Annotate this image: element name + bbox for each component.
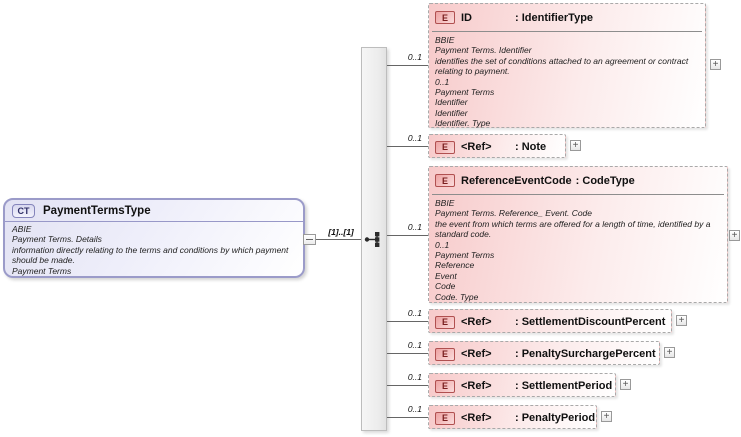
connector-line: [387, 417, 428, 418]
element-annotation: BBIE Payment Terms. Identifier identifie…: [429, 32, 705, 129]
complex-type-title: PaymentTermsType: [43, 205, 151, 217]
element-box-note[interactable]: E <Ref> : Note: [428, 134, 566, 158]
annotation-line: ABIE: [12, 224, 32, 234]
connector-line: [387, 353, 428, 354]
expand-icon[interactable]: +: [710, 59, 721, 70]
element-box-id[interactable]: E ID : IdentifierType BBIE Payment Terms…: [428, 3, 706, 128]
annotation-line: 0..1: [435, 76, 450, 87]
element-type: : SettlementDiscountPercent: [515, 316, 666, 328]
annotation-line: Identifier: [435, 97, 468, 108]
element-type: : PenaltyPeriod: [515, 412, 596, 424]
expand-icon[interactable]: +: [601, 411, 612, 422]
connector-line: [387, 146, 428, 147]
annotation-line: Event: [435, 270, 457, 281]
element-box-settlementperiod[interactable]: E <Ref> : SettlementPeriod: [428, 373, 616, 397]
annotation-line: Payment Terms. Reference_ Event. Code: [435, 208, 593, 219]
element-badge: E: [435, 11, 455, 24]
element-annotation: BBIE Payment Terms. Reference_ Event. Co…: [429, 195, 727, 302]
element-badge: E: [435, 347, 455, 361]
annotation-line: information directly relating to the ter…: [12, 244, 289, 266]
annotation-line: Reference: [435, 260, 475, 271]
element-name: <Ref>: [461, 412, 492, 424]
connector-line: [387, 235, 428, 236]
connector-line: [316, 239, 361, 240]
element-badge: E: [435, 174, 455, 187]
element-badge: E: [435, 140, 455, 154]
sequence-icon[interactable]: [364, 231, 385, 248]
annotation-line: Payment Terms: [435, 250, 495, 261]
annotation-line: Code: [435, 281, 456, 292]
element-type: : IdentifierType: [515, 11, 594, 24]
element-header: E <Ref> : SettlementPeriod: [429, 374, 615, 398]
element-name: ReferenceEventCode: [461, 174, 572, 187]
connector-line: [387, 65, 428, 66]
cardinality-label: 0..1: [407, 404, 422, 414]
annotation-line: Payment Terms: [435, 87, 495, 98]
complex-type-badge: CT: [12, 204, 35, 218]
element-type: : SettlementPeriod: [515, 380, 613, 392]
element-box-penaltysurchargepercent[interactable]: E <Ref> : PenaltySurchargePercent: [428, 341, 660, 365]
connector-line: [387, 385, 428, 386]
element-type: : PenaltySurchargePercent: [515, 348, 656, 360]
element-badge: E: [435, 315, 455, 329]
cardinality-label: 0..1: [407, 52, 422, 62]
element-type: : CodeType: [575, 174, 635, 187]
separator-line: [5, 221, 303, 222]
element-name: <Ref>: [461, 380, 492, 392]
complex-type-box-paymenttermstype[interactable]: CT PaymentTermsType ABIE Payment Terms. …: [3, 198, 305, 278]
element-badge: E: [435, 379, 455, 393]
element-name: ID: [461, 11, 472, 24]
element-name: <Ref>: [461, 348, 492, 360]
cardinality-label: 0..1: [407, 308, 422, 318]
element-header: E ID : IdentifierType: [429, 4, 705, 31]
connector-line: [387, 321, 428, 322]
annotation-line: Payment Terms. Details: [12, 234, 102, 245]
minus-glyph: [306, 239, 313, 240]
annotation-line: Payment Terms. Identifier: [435, 45, 532, 56]
expand-icon[interactable]: +: [620, 379, 631, 390]
element-header: E <Ref> : PenaltyPeriod: [429, 406, 596, 430]
element-header: E <Ref> : PenaltySurchargePercent: [429, 342, 659, 366]
expand-icon[interactable]: +: [570, 140, 581, 151]
element-box-settlementdiscountpercent[interactable]: E <Ref> : SettlementDiscountPercent: [428, 309, 672, 333]
element-box-penaltyperiod[interactable]: E <Ref> : PenaltyPeriod: [428, 405, 597, 429]
complex-type-header: CT PaymentTermsType: [5, 200, 303, 219]
element-header: E ReferenceEventCode : CodeType: [429, 167, 727, 194]
annotation-line: Payment Terms: [12, 265, 72, 276]
cardinality-label: 0..1: [407, 133, 422, 143]
element-badge: E: [435, 411, 455, 425]
cardinality-label: [1]..[1]: [328, 227, 354, 237]
element-header: E <Ref> : SettlementDiscountPercent: [429, 310, 671, 334]
annotation-line: Code. Type: [435, 291, 479, 302]
element-name: <Ref>: [461, 141, 492, 153]
expand-icon[interactable]: +: [676, 315, 687, 326]
cardinality-label: 0..1: [407, 340, 422, 350]
cardinality-label: 0..1: [407, 372, 422, 382]
element-box-referenceeventcode[interactable]: E ReferenceEventCode : CodeType BBIE Pay…: [428, 166, 728, 303]
annotation-line: BBIE: [435, 198, 455, 208]
annotation-line: identifies the set of conditions attache…: [435, 55, 689, 77]
expand-icon[interactable]: +: [729, 230, 740, 241]
element-type: : Note: [515, 141, 547, 153]
annotation-line: 0..1: [435, 239, 450, 250]
complex-type-annotation: ABIE Payment Terms. Details information …: [5, 224, 303, 276]
separator-line: [432, 31, 702, 32]
annotation-line: BBIE: [435, 35, 455, 45]
annotation-line: Identifier. Type: [435, 118, 491, 129]
separator-line: [432, 194, 724, 195]
collapse-icon[interactable]: [303, 234, 316, 245]
element-name: <Ref>: [461, 316, 492, 328]
annotation-line: Identifier: [435, 107, 468, 118]
cardinality-label: 0..1: [407, 222, 422, 232]
annotation-line: the event from which terms are offered f…: [435, 218, 711, 240]
element-header: E <Ref> : Note: [429, 135, 565, 159]
expand-icon[interactable]: +: [664, 347, 675, 358]
